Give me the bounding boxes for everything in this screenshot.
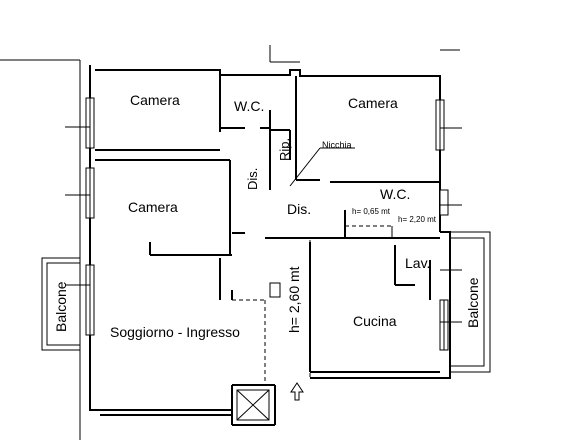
- entrance-arrow-icon: [290, 382, 304, 401]
- room-label-camera-2: Camera: [348, 95, 398, 111]
- label-nicchia: Nicchia: [322, 140, 352, 150]
- label-balcone-left: Balcone: [53, 281, 69, 332]
- room-label-rip: Rip.: [277, 138, 292, 161]
- label-balcone-right: Balcone: [465, 277, 481, 328]
- label-h-220: h= 2,20 mt: [398, 215, 437, 224]
- site-lines: [0, 45, 460, 440]
- room-label-dis-2: Dis.: [287, 201, 311, 217]
- room-label-soggiorno: Soggiorno - Ingresso: [110, 324, 240, 340]
- room-label-dis-1: Dis.: [245, 168, 260, 190]
- window-markers: [65, 126, 462, 323]
- balcony-left: [41, 257, 80, 351]
- room-label-camera-3: Camera: [128, 199, 178, 215]
- room-label-wc-2: W.C.: [380, 186, 410, 202]
- nicchia-pointer: [289, 147, 355, 187]
- dashed-lines: [232, 225, 392, 385]
- windows: [85, 97, 449, 351]
- room-label-camera-1: Camera: [130, 92, 180, 108]
- label-h-065: h= 0,65 mt: [352, 207, 391, 216]
- room-label-cucina: Cucina: [353, 313, 397, 329]
- label-h-260: h= 2,60 mt: [286, 266, 302, 333]
- elevator: [236, 389, 270, 421]
- room-label-wc-1: W.C.: [234, 98, 264, 114]
- column: [269, 282, 281, 298]
- balcony-right: [450, 231, 491, 373]
- room-label-lav: Lav.: [405, 255, 430, 271]
